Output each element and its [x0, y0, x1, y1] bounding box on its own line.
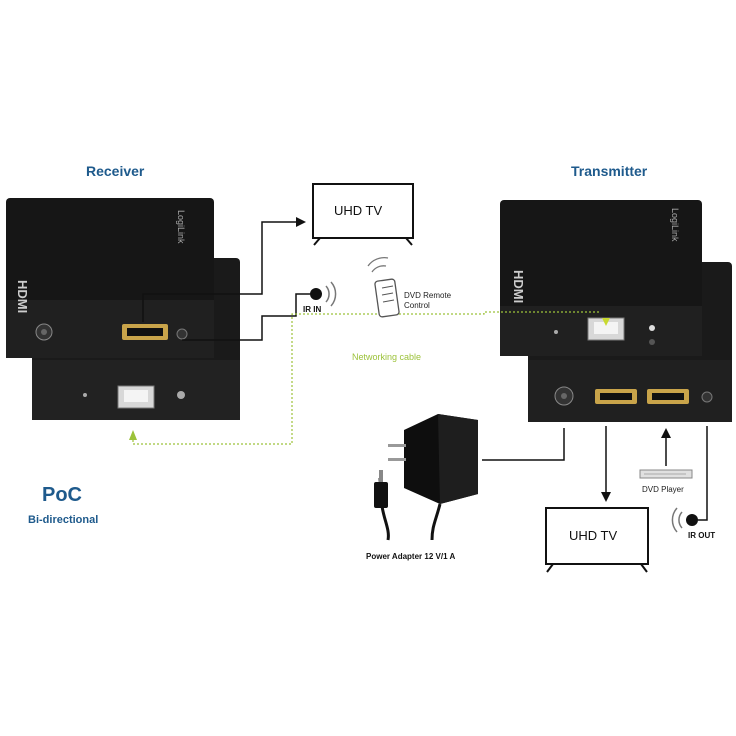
remote-label: DVD Remote Control	[404, 291, 452, 310]
receiver-heading: Receiver	[86, 163, 145, 179]
ir-in-label: IR IN	[303, 305, 322, 314]
svg-text:HDMI: HDMI	[511, 270, 526, 303]
uhd-tv-top	[312, 183, 414, 246]
svg-text:LogiLink: LogiLink	[176, 210, 186, 244]
svg-text:LogiLink: LogiLink	[670, 208, 680, 242]
remote-control	[367, 257, 400, 318]
network-cable-label: Networking cable	[352, 352, 422, 362]
power-adapter	[374, 414, 478, 541]
transmitter-front-unit: HDMI LogiLink	[500, 200, 702, 356]
poc-title: PoC	[42, 484, 82, 506]
poc-subtitle: Bi-directional	[28, 514, 99, 526]
receiver-front-unit: HDMI LogiLink	[6, 198, 214, 358]
svg-text:HDMI: HDMI	[15, 280, 30, 313]
dvd-player-label: DVD Player	[642, 485, 684, 494]
transmitter-heading: Transmitter	[571, 163, 648, 179]
ir-out-label: IR OUT	[688, 531, 716, 540]
uhd-tv-bottom	[545, 507, 649, 573]
power-adapter-label: Power Adapter 12 V/1 A	[366, 552, 456, 561]
tv-top-label: UHD TV	[334, 203, 383, 218]
tv-bottom-label: UHD TV	[569, 528, 618, 543]
